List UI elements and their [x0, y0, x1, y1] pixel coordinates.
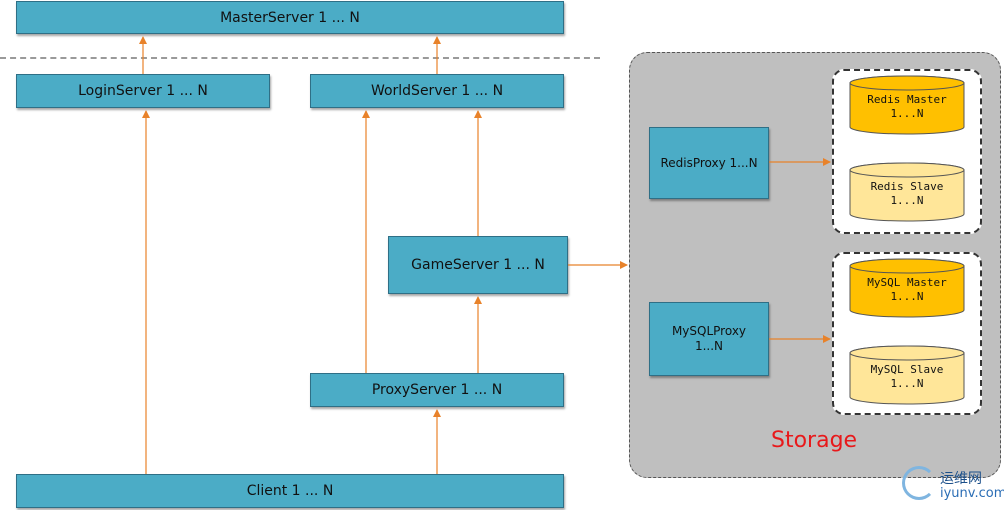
- storage-label: Storage: [771, 428, 858, 453]
- login-server-node: LoginServer 1 ... N: [16, 74, 270, 108]
- watermark-logo-icon: [902, 466, 936, 500]
- watermark-cn: 运维网: [940, 471, 982, 487]
- mysql-proxy-node: MySQLProxy 1...N: [649, 302, 769, 376]
- master-server-label: MasterServer 1 ... N: [220, 9, 360, 26]
- cylinder-shape: [849, 75, 965, 135]
- world-server-label: WorldServer 1 ... N: [370, 83, 504, 99]
- proxy-server-label: ProxyServer 1 ... N: [371, 382, 503, 398]
- client-node: Client 1 ... N: [16, 474, 564, 508]
- redis-slave-label: Redis Slave 1...N: [870, 180, 944, 207]
- mysql-slave-cylinder: MySQL Slave 1...N: [849, 345, 965, 405]
- redis-slave-cylinder: Redis Slave 1...N: [849, 162, 965, 222]
- tier-divider: [0, 57, 600, 59]
- redis-proxy-node: RedisProxy 1...N: [649, 127, 769, 199]
- watermark-en: iyunv.com: [940, 486, 1004, 501]
- game-server-label: GameServer 1 ... N: [411, 257, 545, 273]
- mysql-master-cylinder: MySQL Master 1...N: [849, 258, 965, 318]
- redis-master-cylinder: Redis Master 1...N: [849, 75, 965, 135]
- game-server-node: GameServer 1 ... N: [388, 236, 568, 294]
- mysql-slave-label: MySQL Slave 1...N: [870, 363, 944, 390]
- master-server-node: MasterServer 1 ... N: [16, 1, 564, 34]
- redis-proxy-label: RedisProxy 1...N: [660, 155, 758, 170]
- proxy-server-node: ProxyServer 1 ... N: [310, 373, 564, 407]
- cylinder-shape: [849, 345, 965, 405]
- redis-master-label: Redis Master 1...N: [867, 93, 947, 120]
- client-label: Client 1 ... N: [246, 483, 334, 499]
- login-server-label: LoginServer 1 ... N: [78, 83, 208, 99]
- mysql-proxy-label: MySQLProxy 1...N: [671, 324, 747, 353]
- cylinder-shape: [849, 258, 965, 318]
- mysql-master-label: MySQL Master 1...N: [867, 276, 947, 303]
- world-server-node: WorldServer 1 ... N: [310, 74, 564, 108]
- cylinder-shape: [849, 162, 965, 222]
